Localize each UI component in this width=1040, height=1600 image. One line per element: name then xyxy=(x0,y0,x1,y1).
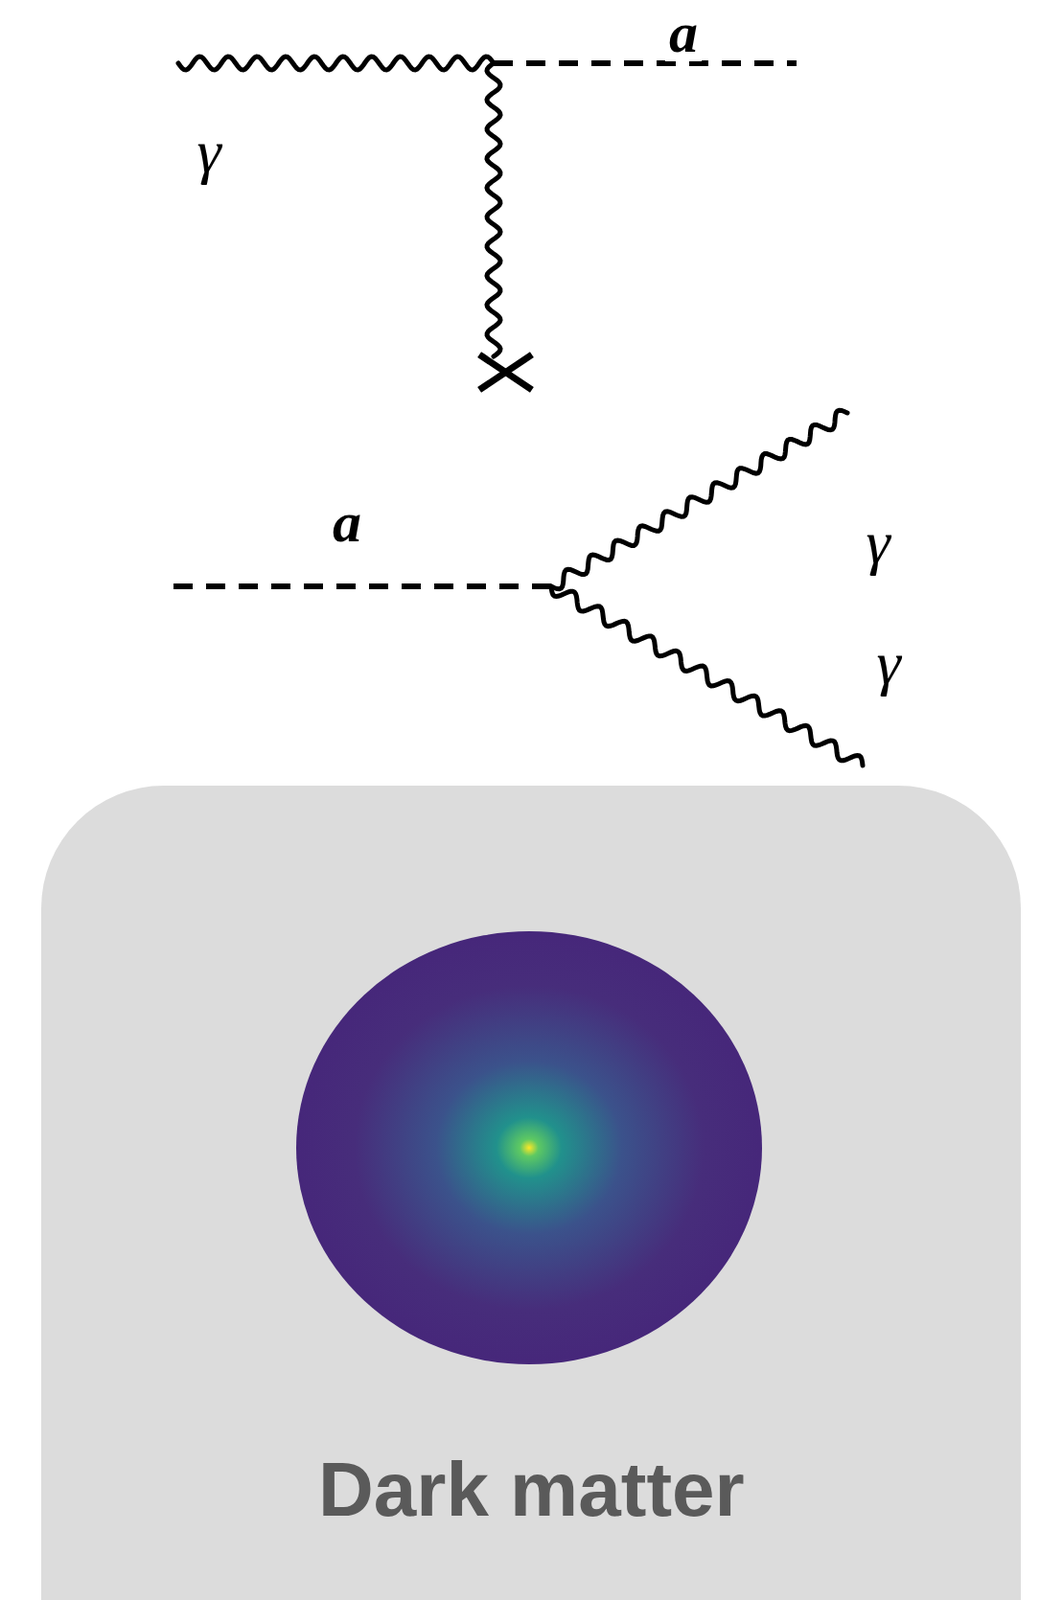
photon-line xyxy=(551,586,863,766)
particle-label: γ xyxy=(865,511,890,574)
dark-matter-panel: Dark matter xyxy=(41,785,1021,1600)
photon-line xyxy=(486,63,501,357)
photon-line xyxy=(178,56,494,70)
panel-title: Dark matter xyxy=(318,1452,745,1529)
particle-label: a xyxy=(332,493,362,552)
external-field-cross xyxy=(482,356,530,389)
particle-label: γ xyxy=(196,120,221,183)
axion-line xyxy=(493,60,797,67)
axion-line xyxy=(173,583,552,590)
photon-line xyxy=(551,410,848,589)
particle-label: a xyxy=(665,3,702,62)
particle-label: γ xyxy=(876,632,901,694)
